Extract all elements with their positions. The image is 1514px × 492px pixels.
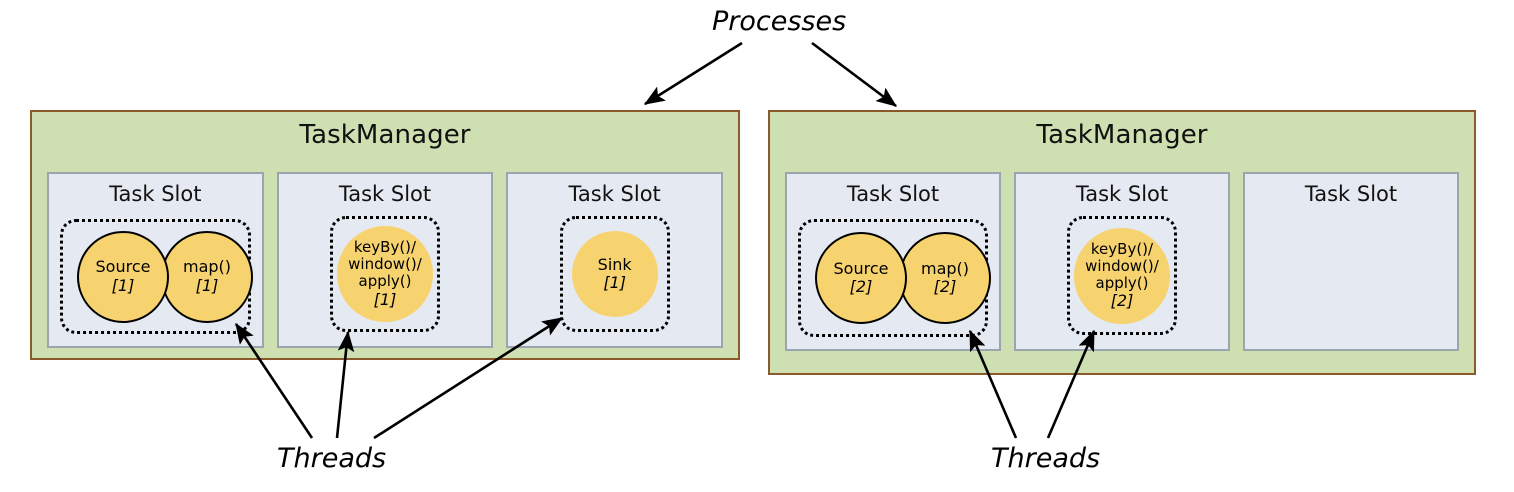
task-slot-group: Task Slot Source [2] map() [2] (785, 172, 1459, 351)
task-slot-label: Task Slot (1075, 182, 1169, 206)
task-slot-group: Task Slot Source [1] map() [1] (47, 172, 724, 348)
threads-label-right: Threads (991, 443, 1101, 474)
operator-window[interactable]: keyBy()/ window()/ apply() [2] (1074, 227, 1170, 324)
task-slot-label: Task Slot (109, 182, 202, 206)
taskmanager-title: TaskManager (1036, 120, 1208, 150)
operator-map[interactable]: map() [2] (899, 232, 991, 324)
taskmanager-title: TaskManager (299, 120, 471, 150)
thread-boundary: Source [1] map() [1] (60, 219, 253, 334)
taskmanager-1: TaskManager Task Slot Source [1] map() [… (30, 110, 740, 360)
operator-source[interactable]: Source [1] (77, 230, 169, 323)
task-slot-window[interactable]: Task Slot keyBy()/ window()/ apply() [1] (276, 172, 494, 348)
task-slot-label: Task Slot (1304, 182, 1398, 206)
task-slot-window[interactable]: Task Slot keyBy()/ window()/ apply() [2] (1014, 172, 1230, 351)
thread-boundary: keyBy()/ window()/ apply() [2] (1067, 216, 1177, 335)
thread-boundary: keyBy()/ window()/ apply() [1] (330, 216, 440, 332)
task-slot-source-map[interactable]: Task Slot Source [2] map() [2] (785, 172, 1001, 351)
thread-boundary: Source [2] map() [2] (798, 219, 991, 337)
operator-source[interactable]: Source [2] (815, 232, 907, 324)
arrow-processes-left (643, 41, 743, 106)
processes-label: Processes (712, 6, 847, 37)
task-slot-label: Task Slot (846, 182, 940, 206)
thread-boundary: Sink [1] (559, 216, 670, 332)
threads-label-left: Threads (277, 443, 387, 474)
task-slot-source-map[interactable]: Task Slot Source [1] map() [1] (47, 172, 264, 348)
taskmanager-2: TaskManager Task Slot Source [2] map() [… (768, 110, 1476, 375)
task-slot-sink[interactable]: Task Slot Sink [1] (506, 172, 724, 348)
task-slot-label: Task Slot (338, 182, 432, 206)
task-slot-label: Task Slot (568, 182, 661, 206)
arrow-processes-right (811, 41, 898, 108)
task-slot-empty[interactable]: Task Slot (1243, 172, 1459, 351)
operator-sink[interactable]: Sink [1] (571, 231, 658, 317)
operator-map[interactable]: map() [1] (161, 230, 253, 323)
operator-window[interactable]: keyBy()/ window()/ apply() [1] (337, 226, 433, 322)
